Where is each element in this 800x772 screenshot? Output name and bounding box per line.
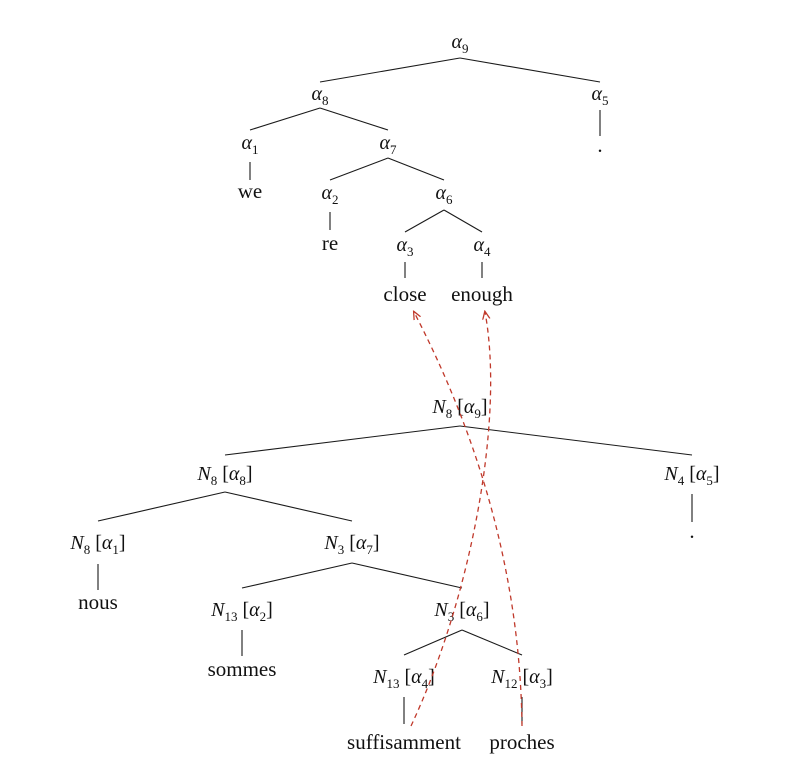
alignment-arrow-suffisamment-enough <box>410 312 492 727</box>
edge-a8-a7 <box>319 107 389 131</box>
french-tree-labels: N8 [α9] N8 [α8] N4 [α5] N8 [α1] N3 [α7] … <box>69 396 719 754</box>
word-nous: nous <box>78 590 118 614</box>
word-sommes: sommes <box>208 657 277 681</box>
edge-a9-a5 <box>459 57 601 83</box>
word-re: re <box>322 231 338 255</box>
node-alpha6: α6 <box>436 182 454 207</box>
edge-root-n8a8 <box>224 425 461 456</box>
edge-a6-a4 <box>443 209 483 233</box>
node-alpha1: α1 <box>242 132 259 157</box>
edge-n8a8-n8a1 <box>97 491 226 522</box>
word-enough: enough <box>451 282 513 306</box>
alignment-arrow-proches-close <box>414 312 523 727</box>
node-n3-alpha6: N3 [α6] <box>433 599 489 624</box>
word-suffisamment: suffisamment <box>347 730 461 754</box>
word-close: close <box>383 282 426 306</box>
word-period-en: . <box>597 133 602 157</box>
edge-n3a6-n12a3 <box>461 629 523 656</box>
node-n13-alpha4: N13 [α4] <box>372 666 435 691</box>
node-n13-alpha2: N13 [α2] <box>210 599 273 624</box>
alignment-arrows <box>410 312 523 727</box>
edge-n3a6-n13a4 <box>403 629 463 656</box>
edge-n3a7-n3a6 <box>351 562 463 589</box>
node-alpha9: α9 <box>452 31 469 56</box>
node-n3-alpha7: N3 [α7] <box>323 532 379 557</box>
edge-a9-a8 <box>319 57 461 83</box>
english-tree-edges <box>249 57 601 278</box>
edge-n3a7-n13a2 <box>241 562 353 589</box>
node-alpha8: α8 <box>312 83 329 108</box>
node-alpha2: α2 <box>322 182 339 207</box>
edge-root-n4a5 <box>459 425 693 456</box>
edge-a8-a1 <box>249 107 321 131</box>
edge-n8a8-n3a7 <box>224 491 353 522</box>
node-n8-alpha1: N8 [α1] <box>69 532 125 557</box>
node-n4-alpha5: N4 [α5] <box>663 463 719 488</box>
node-alpha5: α5 <box>592 83 609 108</box>
english-tree-labels: α9 α8 α5 α1 α7 α2 α6 α3 α4 we re close e… <box>238 31 609 306</box>
node-n8-alpha9: N8 [α9] <box>431 396 487 421</box>
word-proches: proches <box>489 730 554 754</box>
edge-a7-a2 <box>329 157 389 181</box>
french-tree-edges <box>97 425 693 724</box>
node-alpha4: α4 <box>474 234 492 259</box>
edge-a7-a6 <box>387 157 445 181</box>
node-alpha3: α3 <box>397 234 414 259</box>
node-alpha7: α7 <box>380 132 398 157</box>
node-n12-alpha3: N12 [α3] <box>490 666 553 691</box>
word-period-fr: . <box>689 519 694 543</box>
node-n8-alpha8: N8 [α8] <box>196 463 252 488</box>
edge-a6-a3 <box>404 209 445 233</box>
word-we: we <box>238 179 263 203</box>
